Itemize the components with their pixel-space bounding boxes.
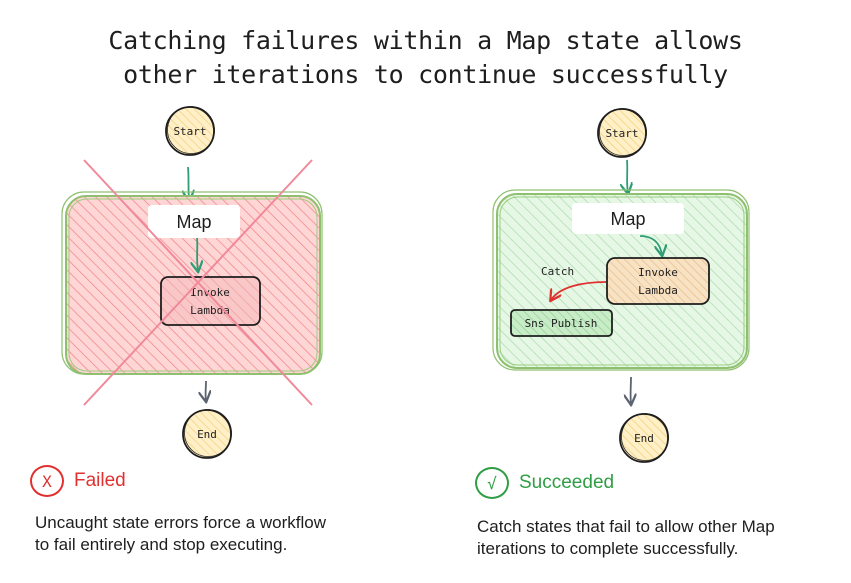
right-map-label-box [572,203,684,234]
left-invoke-label-1: Invoke [190,286,230,299]
check-circle-icon: √ [475,467,509,499]
right-invoke-label-2: Lambda [638,284,678,297]
right-arrow-map-invoke [639,235,662,255]
right-map-label: Map [610,209,645,229]
failed-label: Failed [74,470,126,491]
right-catch-label: Catch [541,265,574,278]
right-desc-line-2: iterations to complete successfully. [477,539,739,558]
left-failure-cross [83,159,313,406]
left-start-label: Start [173,125,206,138]
left-end-node: End [182,409,232,459]
right-invoke-label-1: Invoke [638,266,678,279]
right-desc-line-1: Catch states that fail to allow other Ma… [477,517,775,536]
left-invoke-lambda-node: Invoke Lambda [160,276,261,326]
title-line-2: other iterations to continue successfull… [123,60,728,89]
succeeded-label: Succeeded [519,472,615,493]
right-invoke-lambda-node: Invoke Lambda [606,257,710,305]
right-workflow: Start Map Invoke Lambda Catch Sns Publis… [492,108,750,463]
left-start-node: Start [165,106,215,156]
right-sns-publish-node: Sns Publish [510,309,613,337]
left-arrow-map-invoke [197,237,198,271]
left-end-label: End [197,428,217,441]
failed-status: X Failed [30,465,126,497]
left-description: Uncaught state errors force a workflow t… [35,512,326,556]
succeeded-status: √ Succeeded [475,467,614,499]
x-circle-icon: X [30,465,64,497]
left-desc-line-1: Uncaught state errors force a workflow [35,513,327,532]
diagram-title: Catching failures within a Map state all… [0,24,851,92]
left-map-label-box [148,205,240,238]
right-end-label: End [634,432,654,445]
right-arrow-start-map [627,159,628,193]
right-start-label: Start [605,127,638,140]
right-sns-label: Sns Publish [525,317,598,330]
left-desc-line-2: to fail entirely and stop executing. [35,535,288,554]
right-end-node: End [619,413,669,463]
title-line-1: Catching failures within a Map state all… [108,26,743,55]
left-workflow: Start Map Invoke Lambda [61,106,323,459]
right-catch-arrow [551,281,607,300]
right-description: Catch states that fail to allow other Ma… [477,516,775,560]
left-map-label: Map [176,212,211,232]
right-start-node: Start [597,108,647,158]
